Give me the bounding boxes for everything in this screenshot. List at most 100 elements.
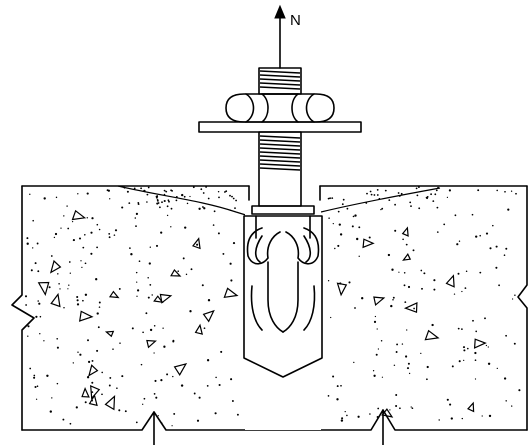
stipple-dot (66, 205, 68, 207)
stipple-dot (57, 273, 59, 275)
stipple-dot (401, 343, 404, 345)
stipple-dot (463, 349, 466, 352)
stipple-dot (160, 379, 163, 382)
grout-dot (376, 189, 379, 191)
grout-dot (397, 192, 400, 194)
aggregate-stone (194, 323, 204, 335)
stipple-dot (489, 247, 492, 250)
stipple-dot (147, 296, 150, 299)
grout-dot (436, 206, 439, 209)
stipple-dot (408, 372, 411, 375)
stipple-dot (495, 245, 498, 248)
stipple-dot (77, 193, 79, 195)
stipple-dot (358, 255, 360, 257)
stipple-dot (136, 281, 138, 283)
stipple-dot (369, 413, 371, 415)
stipple-dot (461, 328, 463, 330)
concrete-stipple (24, 186, 521, 427)
stipple-dot (112, 348, 114, 350)
grout-dot (205, 186, 208, 188)
grout-dot (329, 197, 331, 200)
stipple-dot (457, 272, 460, 275)
stipple-dot (436, 231, 439, 233)
stipple-dot (420, 352, 422, 355)
stipple-dot (32, 247, 34, 249)
washer (198, 121, 362, 133)
stipple-dot (496, 189, 498, 192)
aggregate-stone (49, 259, 62, 274)
stipple-dot (154, 379, 157, 382)
stipple-dot (339, 233, 343, 236)
stipple-dot (98, 306, 101, 308)
stipple-dot (91, 381, 94, 384)
grout-dot (398, 195, 401, 197)
grout-dot (146, 193, 149, 196)
stipple-dot (403, 284, 406, 287)
stipple-dot (203, 327, 206, 330)
grout-dot (400, 192, 403, 195)
grout-dot (342, 198, 345, 201)
aggregate-stone (445, 274, 455, 288)
stipple-dot (341, 417, 344, 420)
stipple-dot (142, 331, 144, 334)
stipple-dot (375, 353, 378, 356)
stipple-dot (487, 362, 491, 365)
stipple-dot (198, 396, 201, 399)
stipple-dot (72, 239, 75, 242)
stipple-dot (431, 323, 434, 327)
grout-dot (437, 186, 439, 189)
aggregate-stone (146, 339, 157, 349)
stipple-dot (108, 232, 111, 235)
aggregate-stone (401, 226, 409, 237)
bolt-shank (258, 67, 302, 207)
stipple-dot (149, 246, 151, 248)
stipple-dot (354, 214, 357, 217)
stipple-dot (36, 385, 39, 387)
stipple-dot (37, 270, 40, 273)
stipple-dot (484, 317, 486, 320)
stipple-dot (410, 406, 412, 408)
stipple-dot (155, 244, 159, 247)
grout-dot (388, 199, 391, 202)
stipple-dot (402, 238, 404, 241)
stipple-dot (96, 246, 99, 249)
grout-dot (341, 203, 344, 206)
stipple-dot (474, 359, 477, 362)
stipple-dot (35, 398, 38, 400)
stipple-dot (90, 252, 93, 255)
stipple-dot (177, 270, 179, 272)
stipple-dot (373, 374, 376, 377)
grout-dot (378, 197, 381, 200)
aggregate-stone (104, 330, 115, 338)
stipple-dot (356, 237, 359, 241)
aggregate-stone (88, 393, 98, 407)
stipple-dot (479, 271, 482, 274)
stipple-dot (458, 240, 461, 242)
stipple-dot (119, 342, 121, 344)
grout-dot (430, 193, 432, 196)
grout-dot (229, 194, 231, 197)
stipple-dot (380, 340, 383, 342)
stipple-dot (413, 307, 415, 310)
aggregate-stone (403, 301, 418, 314)
stipple-dot (67, 227, 70, 230)
stipple-dot (368, 236, 371, 239)
aggregate-stone (362, 238, 375, 249)
stipple-dot (353, 361, 355, 364)
stipple-dot (374, 315, 377, 318)
stipple-dot (142, 403, 144, 405)
stipple-dot (56, 346, 59, 349)
stipple-dot (372, 370, 375, 372)
grout-dot (170, 207, 173, 210)
stipple-dot (101, 393, 103, 396)
stipple-dot (399, 407, 401, 410)
stipple-dot (36, 242, 39, 245)
stipple-dot (86, 192, 89, 195)
stipple-dot (340, 384, 342, 387)
stipple-dot (514, 294, 516, 296)
stipple-dot (38, 302, 41, 305)
stipple-dot (412, 249, 415, 252)
stipple-dot (114, 229, 118, 232)
grout-dot (224, 191, 226, 193)
stipple-dot (95, 278, 98, 281)
